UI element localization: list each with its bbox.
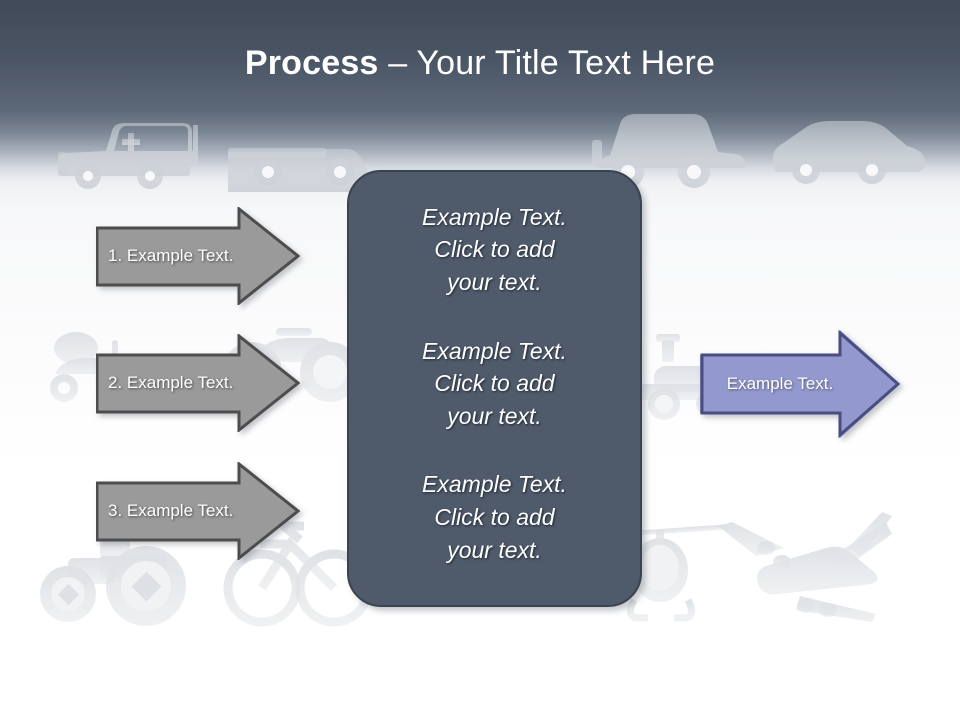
- locomotive-wheel-inner: [655, 395, 673, 413]
- result-arrow-outline: [700, 330, 900, 438]
- airplane-icon: [718, 512, 892, 622]
- pickup-truck-icon: [228, 148, 382, 192]
- step-arrow-2[interactable]: 2. Example Text.: [96, 334, 300, 432]
- panel-text-block-2: Example Text. Click to add your text.: [422, 337, 567, 429]
- helicopter-canopy: [641, 545, 679, 591]
- step-arrow-3-label: 3. Example Text.: [108, 501, 234, 520]
- slide-title-rest: – Your Title Text Here: [378, 44, 716, 82]
- pickup-wheel-hubs: [262, 166, 346, 178]
- result-arrow[interactable]: Example Text.: [700, 330, 900, 438]
- step-arrow-1-outline: [96, 207, 300, 305]
- step-arrow-1-label: 1. Example Text.: [108, 246, 234, 265]
- step-arrow-1[interactable]: 1. Example Text.: [96, 207, 300, 305]
- panel-text-block-3: Example Text. Click to add your text.: [422, 471, 567, 563]
- step-arrow-3[interactable]: 3. Example Text.: [96, 462, 300, 560]
- center-content-panel[interactable]: Example Text. Click to add your text. Ex…: [347, 170, 642, 607]
- step-arrow-3-outline: [96, 462, 300, 560]
- step-arrow-2-outline: [96, 334, 300, 432]
- panel-text-block-1: Example Text. Click to add your text.: [422, 203, 567, 295]
- result-arrow-label: Example Text.: [726, 374, 834, 393]
- sedan-wheel-hubs: [800, 164, 878, 176]
- step-arrow-2-label: 2. Example Text.: [108, 373, 234, 392]
- slide-title-bold: Process: [244, 44, 379, 82]
- ambulance-wheel-hubs: [83, 171, 155, 181]
- slide-title: Process – Your Title Text Here: [0, 44, 960, 83]
- tractor-hub-diamonds: [57, 571, 162, 606]
- sedan-icon: [772, 121, 926, 184]
- ambulance-icon: [58, 123, 198, 189]
